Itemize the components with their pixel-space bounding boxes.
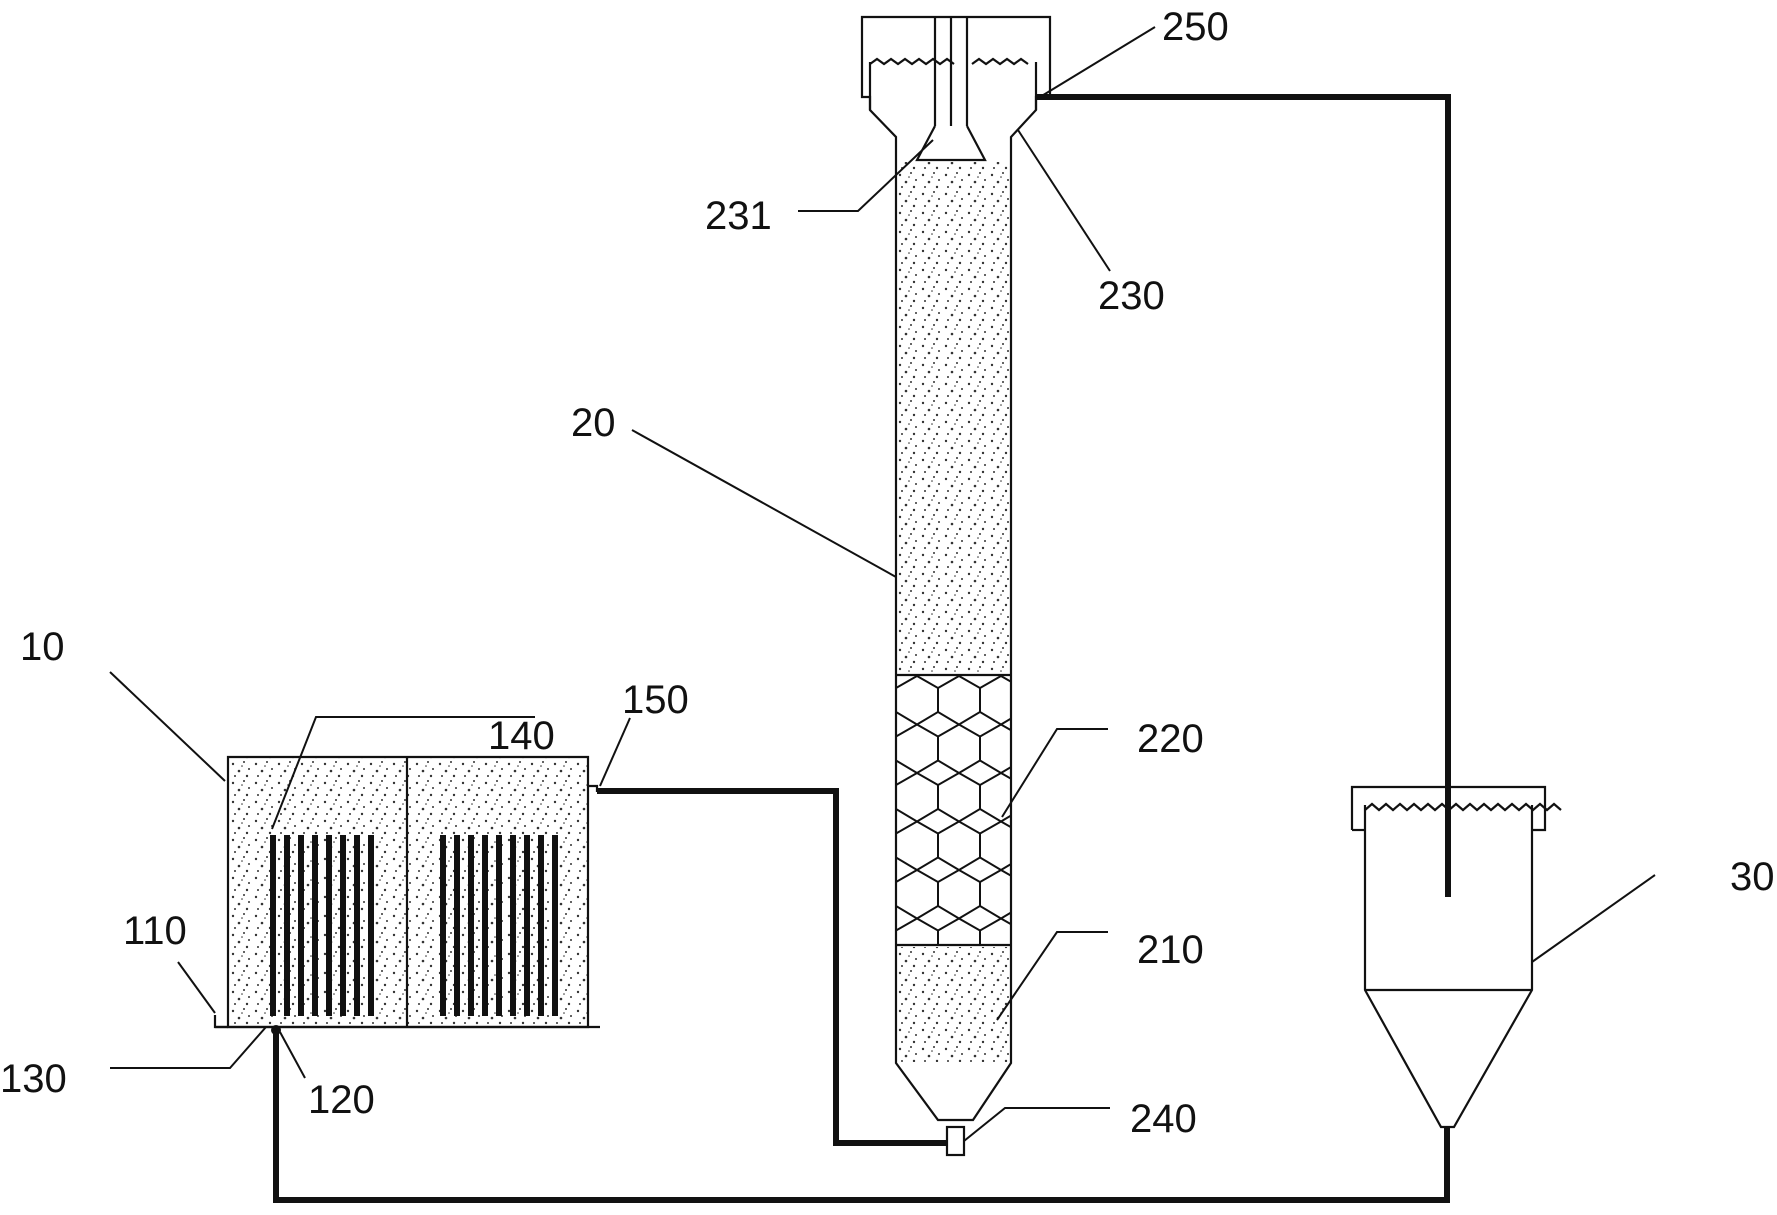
electrode-plate — [524, 835, 530, 1016]
piping — [273, 94, 1451, 1203]
label-packed-zone: 220 — [1137, 717, 1204, 761]
electrode-plate — [496, 835, 502, 1016]
leader-231 — [798, 139, 934, 212]
pipe-tank-to-column — [597, 788, 947, 1146]
electrode-bank-right — [440, 835, 558, 1016]
electrode-plate — [326, 835, 332, 1016]
electrode-plate — [340, 835, 346, 1016]
leader-110 — [177, 961, 216, 1014]
label-separator-head: 230 — [1098, 274, 1165, 318]
leader-10 — [109, 671, 226, 782]
electrode-plate — [552, 835, 558, 1016]
electrode-plate — [468, 835, 474, 1016]
settler-water-surface — [1364, 802, 1562, 812]
leader-120 — [279, 1031, 306, 1079]
label-column-outlet: 250 — [1162, 5, 1229, 49]
funnel — [915, 125, 987, 162]
leader-30 — [1531, 874, 1656, 963]
pipe-settler-to-tank — [273, 1030, 1450, 1203]
upper-zone-fill — [897, 162, 1010, 672]
leader-210 — [996, 931, 1108, 1021]
electrode-plate — [440, 835, 446, 1016]
label-bottom: 130 — [0, 1057, 67, 1101]
label-settler: 30 — [1730, 855, 1775, 899]
label-inlet-port: 120 — [308, 1078, 375, 1122]
electrode-bank-left — [270, 835, 374, 1016]
head-water-surface — [869, 57, 1029, 66]
electrode-plate — [298, 835, 304, 1016]
electrode-plate — [284, 835, 290, 1016]
label-column-inlet: 240 — [1130, 1097, 1197, 1141]
label-tank-wall: 110 — [123, 909, 187, 953]
leader-250 — [1039, 26, 1156, 98]
settler-rim — [1350, 785, 1547, 832]
electrode-plate — [312, 835, 318, 1016]
electrode-plate — [482, 835, 488, 1016]
settler-tank — [1350, 785, 1562, 1129]
label-funnel: 231 — [705, 194, 772, 238]
leader-20 — [631, 429, 897, 578]
electrode-plate — [538, 835, 544, 1016]
tank-outlet-stub — [588, 784, 599, 792]
label-tank: 10 — [20, 625, 65, 669]
label-tank-outlet: 150 — [622, 678, 689, 722]
electrode-plate — [270, 835, 276, 1016]
leader-lines — [109, 26, 1656, 1142]
leader-240 — [963, 1107, 1110, 1142]
label-column: 20 — [571, 401, 616, 445]
packed-zone-fill — [897, 675, 1010, 945]
leader-150 — [599, 717, 631, 787]
bottom-zone-fill — [897, 947, 1010, 1062]
leader-140 — [271, 716, 535, 830]
tank-wall-tab — [213, 1015, 228, 1029]
electrode-plate — [454, 835, 460, 1016]
electrode-plate — [510, 835, 516, 1016]
central-pipe — [933, 17, 969, 126]
leader-130 — [110, 1026, 267, 1069]
electrolysis-tank — [213, 755, 600, 1035]
reference-labels: 10 110 130 120 140 150 20 231 230 250 22… — [0, 5, 1775, 1141]
pipe-column-to-settler — [1036, 94, 1451, 897]
electrode-plate — [354, 835, 360, 1016]
leader-230 — [1017, 129, 1111, 272]
label-bottom-zone: 210 — [1137, 928, 1204, 972]
column-inlet-nozzle — [945, 1125, 966, 1157]
leader-220 — [1001, 728, 1108, 818]
electrode-plate — [368, 835, 374, 1016]
label-electrode: 140 — [488, 714, 555, 758]
reactor-column — [860, 15, 1052, 1157]
